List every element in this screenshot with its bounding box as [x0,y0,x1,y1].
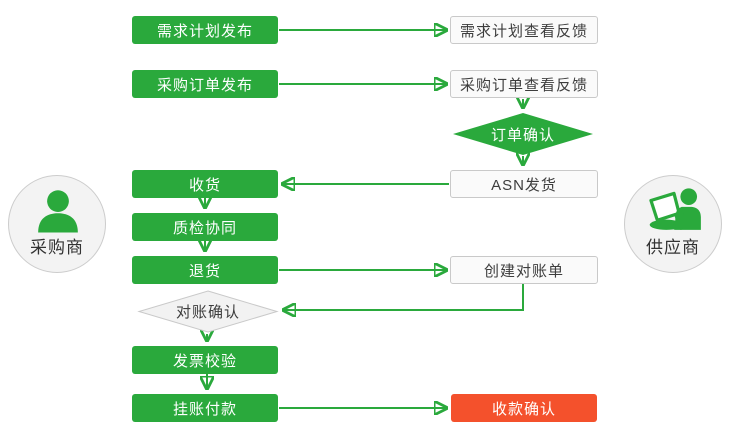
node-receipt-confirm: 收款确认 [451,394,597,422]
node-invoice-verification: 发票校验 [132,346,278,374]
arrow-statement-to-reconciliation [284,284,524,310]
diamond-shape [453,113,593,155]
supplier-laptop-person-icon [649,188,701,230]
node-create-statement: 创建对账单 [450,256,598,284]
buyer-person-icon [38,190,78,233]
node-demand-plan-publish: 需求计划发布 [132,16,278,44]
diamond-label: 对账确认 [175,304,240,321]
node-purchase-order-publish: 采购订单发布 [132,70,278,98]
node-return-goods: 退货 [132,256,278,284]
node-purchase-order-feedback: 采购订单查看反馈 [450,70,598,98]
node-order-confirm: 订单确认 [453,113,593,155]
node-quality-collaboration: 质检协同 [132,213,278,241]
node-asn-shipping: ASN发货 [450,170,598,198]
diamond-label: 订单确认 [490,126,555,144]
node-reconciliation-confirm: 对账确认 [137,290,279,333]
node-receive-goods: 收货 [132,170,278,198]
actor-buyer: 采购商 [8,175,106,273]
buyer-label: 采购商 [30,238,84,257]
node-demand-plan-feedback: 需求计划查看反馈 [450,16,598,44]
node-account-payment: 挂账付款 [132,394,278,422]
actor-supplier: 供应商 [624,175,722,273]
supplier-label: 供应商 [646,238,700,257]
